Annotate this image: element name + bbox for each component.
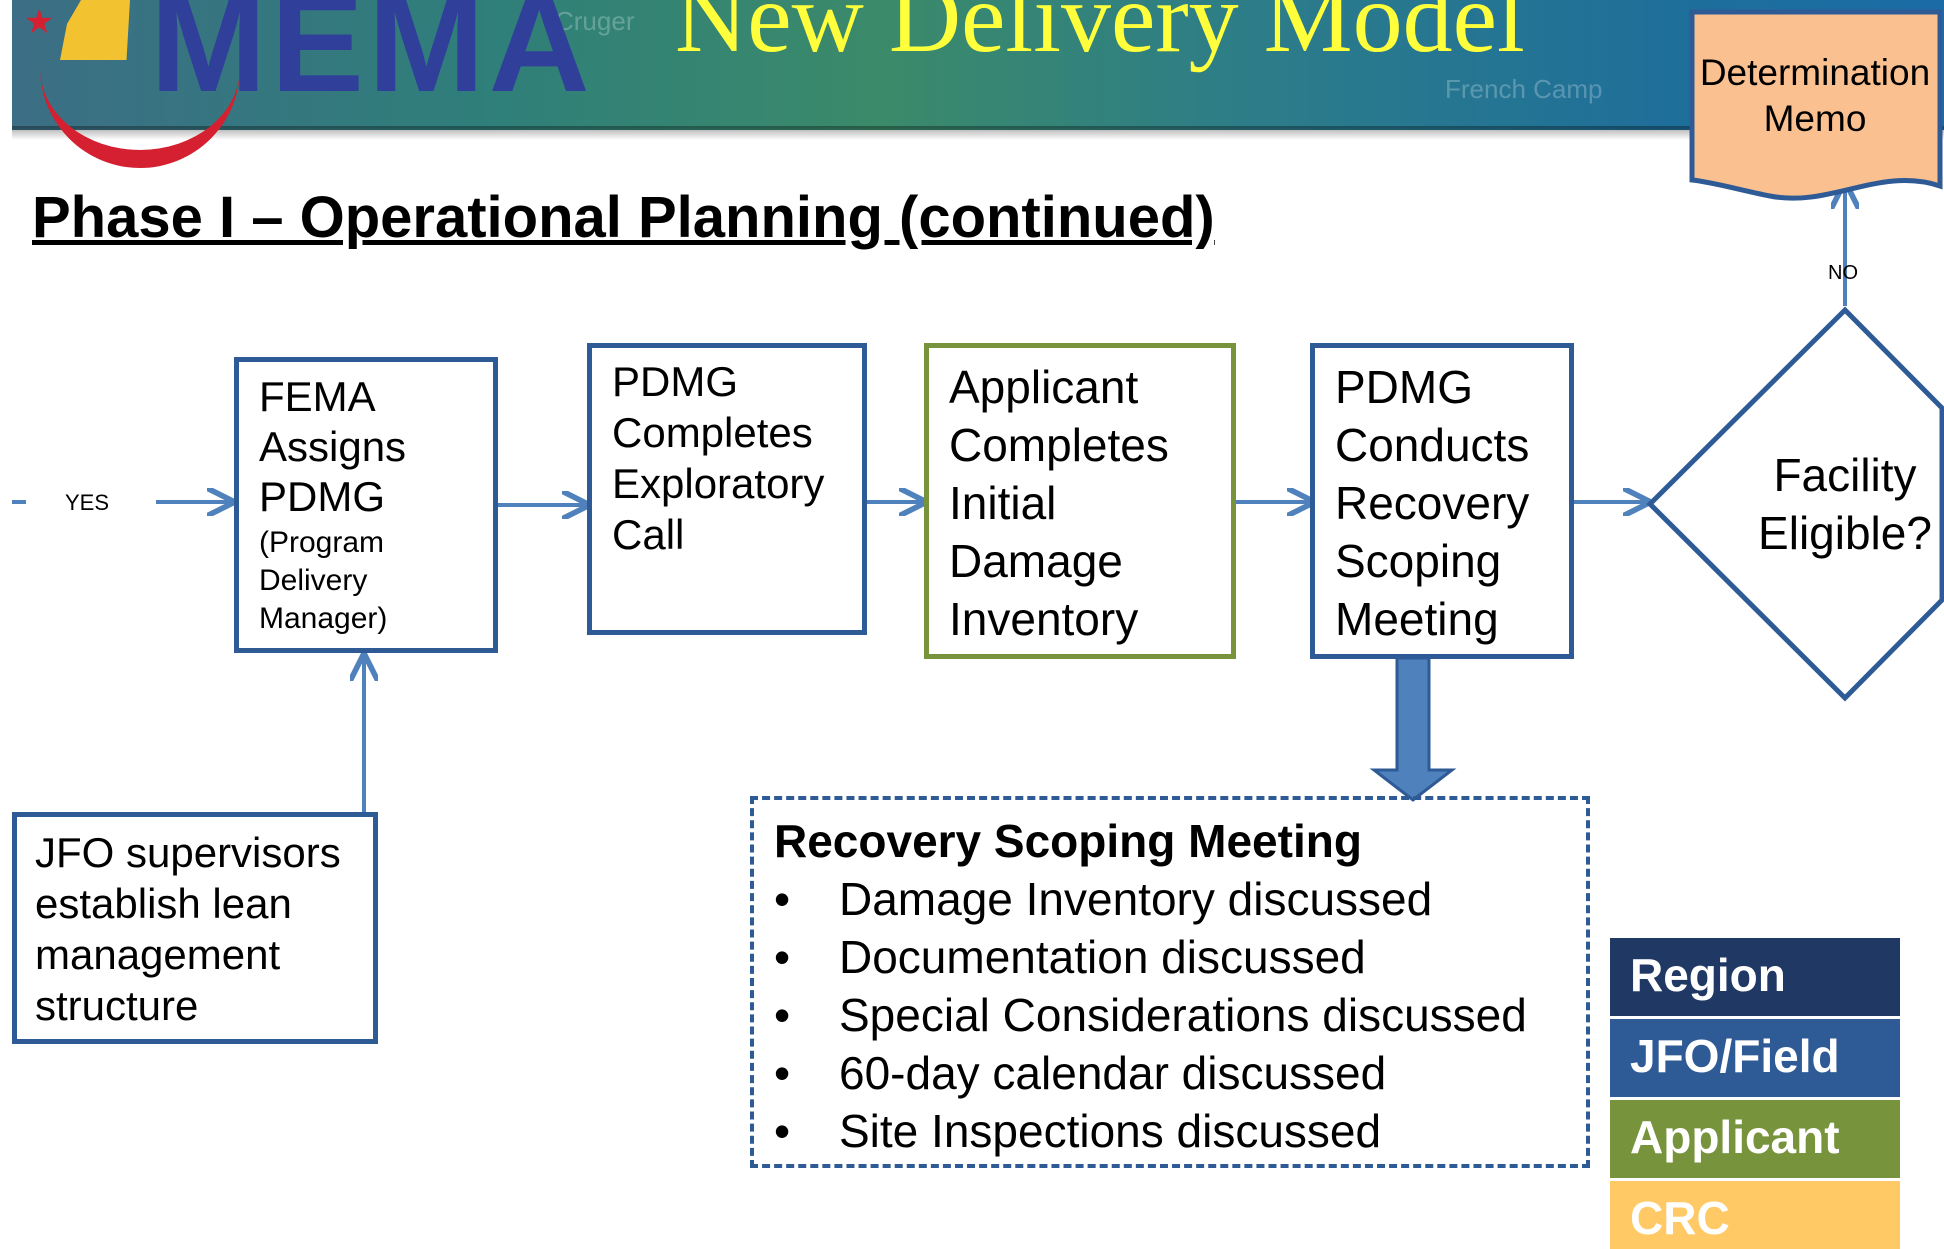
box-line: Meeting <box>1335 593 1499 645</box>
box-subline: (Program <box>259 526 385 559</box>
header-banner <box>12 0 1944 130</box>
yes-label: YES <box>65 490 110 515</box>
banner-title: New Delivery Model <box>675 0 1525 73</box>
box-line: PDMG <box>1335 361 1473 413</box>
legend-region: Region <box>1610 938 1900 1016</box>
list-item: • Documentation discussed <box>774 928 1527 986</box>
box-line: Initial <box>949 477 1057 529</box>
bullet-icon: • <box>774 1105 791 1157</box>
box-line: establish lean <box>35 880 292 927</box>
box-line: Completes <box>612 409 813 456</box>
memo-line: Determination <box>1699 52 1931 93</box>
memo-line: Memo <box>1763 98 1867 139</box>
box-line: JFO supervisors <box>35 829 341 876</box>
decision-text: Facility Eligible? <box>1740 446 1944 562</box>
scoping-list: • Damage Inventory discussed • Documentati… <box>774 870 1527 1160</box>
box-line: Damage <box>949 535 1123 587</box>
no-label: NO <box>1828 262 1858 284</box>
bullet-icon: • <box>774 1047 791 1099</box>
list-item-text: 60-day calendar discussed <box>839 1047 1387 1099</box>
map-label: Cruger <box>555 6 635 36</box>
bullet-icon: • <box>774 873 791 925</box>
box-line: management <box>35 931 281 978</box>
box-line: Conducts <box>1335 419 1530 471</box>
applicant-damage-inventory-box: Applicant Completes Initial Damage Inven… <box>924 343 1236 659</box>
scoping-title: Recovery Scoping Meeting <box>774 815 1362 867</box>
box-line: Applicant <box>949 361 1139 413</box>
jfo-supervisors-box: JFO supervisors establish lean managemen… <box>12 812 378 1044</box>
bullet-icon: • <box>774 931 791 983</box>
box-line: PDMG <box>612 358 738 405</box>
bullet-icon: • <box>774 989 791 1041</box>
logo-text: MEMA <box>150 0 594 121</box>
box-subline: Delivery <box>259 564 368 597</box>
legend-jfo-field: JFO/Field <box>1610 1019 1900 1097</box>
decision-line: Eligible? <box>1758 507 1932 559</box>
map-label: French Camp <box>1445 74 1603 104</box>
box-subline: Manager) <box>259 602 388 635</box>
memo-shape <box>1689 9 1943 201</box>
decision-diamond <box>1646 306 1944 702</box>
box-line: PDMG <box>259 473 385 520</box>
fema-assigns-pdmg-box: FEMA Assigns PDMG (Program Delivery Mana… <box>234 357 498 653</box>
block-arrow-down <box>1369 656 1457 802</box>
logo-star-icon: ★ <box>24 3 55 41</box>
box-line: Assigns <box>259 423 407 470</box>
banner-shadow <box>12 126 1944 140</box>
box-line: Exploratory <box>612 460 825 507</box>
box-line: Inventory <box>949 593 1139 645</box>
list-item: • Special Considerations discussed <box>774 986 1527 1044</box>
list-item-text: Documentation discussed <box>839 931 1366 983</box>
pdmg-exploratory-call-box: PDMG Completes Exploratory Call <box>587 343 867 635</box>
box-line: structure <box>35 982 199 1029</box>
list-item: • 60-day calendar discussed <box>774 1044 1527 1102</box>
recovery-scoping-meeting-box: Recovery Scoping Meeting • Damage Invento… <box>750 796 1590 1168</box>
box-line: Scoping <box>1335 535 1502 587</box>
list-item-text: Special Considerations discussed <box>839 989 1527 1041</box>
list-item: • Damage Inventory discussed <box>774 870 1527 928</box>
box-line: FEMA <box>259 373 376 420</box>
determination-memo-text: Determination Memo <box>1698 50 1932 142</box>
list-item-text: Damage Inventory discussed <box>839 873 1433 925</box>
list-item-text: Site Inspections discussed <box>839 1105 1382 1157</box>
legend-applicant: Applicant <box>1610 1100 1900 1178</box>
decision-line: Facility <box>1773 449 1917 501</box>
legend-crc: CRC <box>1610 1181 1900 1249</box>
box-line: Call <box>612 511 685 558</box>
box-line: Recovery <box>1335 477 1530 529</box>
list-item: • Site Inspections discussed <box>774 1102 1527 1160</box>
box-line: Completes <box>949 419 1169 471</box>
page-title: Phase I – Operational Planning (continue… <box>32 185 1215 250</box>
pdmg-scoping-meeting-box: PDMG Conducts Recovery Scoping Meeting <box>1310 343 1574 659</box>
